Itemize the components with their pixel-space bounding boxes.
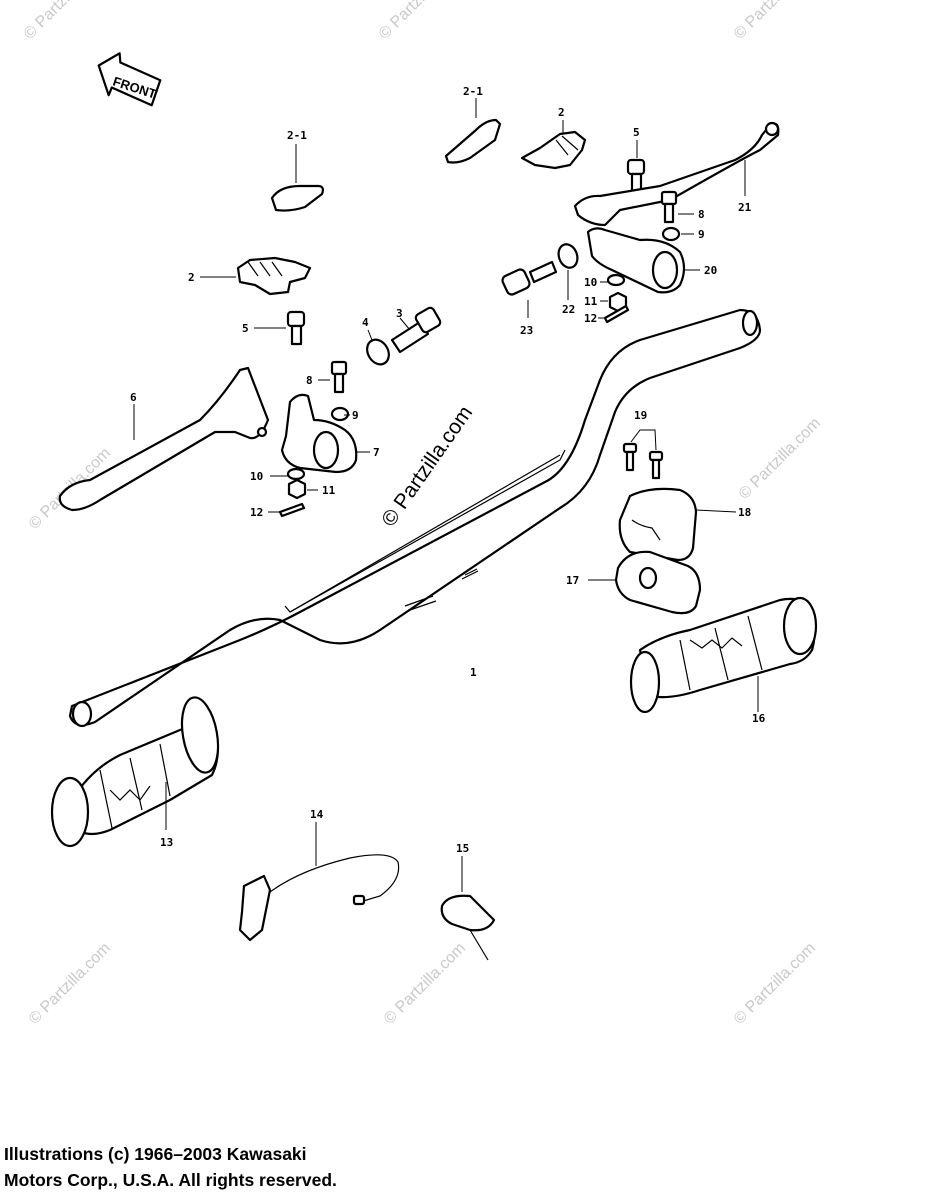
callout-12-right: 12: [584, 312, 597, 325]
callout-4: 4: [362, 316, 369, 329]
part-15-cable-clamp: [440, 856, 496, 961]
part-3-adjuster-screw: [390, 306, 442, 354]
callout-12-left: 12: [250, 506, 263, 519]
part-2-1-left-cover: [270, 144, 324, 212]
part-8-left-bolt: [318, 360, 348, 394]
callout-20: 20: [704, 264, 717, 277]
part-10-right-washer: [600, 273, 626, 287]
callout-6: 6: [130, 391, 137, 404]
callout-9-left: 9: [352, 409, 359, 422]
part-4-adjuster-nut: [366, 329, 390, 366]
callout-8-left: 8: [306, 374, 313, 387]
part-5-left-bolt: [254, 310, 306, 346]
copyright-notice: Illustrations (c) 1966–2003 Kawasaki Mot…: [4, 1141, 337, 1193]
watermark-top-center: © Partzilla.com: [376, 0, 464, 43]
callout-7: 7: [373, 446, 380, 459]
callout-19: 19: [634, 409, 647, 422]
part-2-right-switch: [520, 120, 587, 170]
callout-21: 21: [738, 201, 752, 214]
part-10-left-washer: [270, 467, 306, 481]
part-2-1-right-cover: [444, 98, 502, 164]
watermark-bottom-left: © Partzilla.com: [26, 940, 114, 1028]
copyright-line-1: Illustrations (c) 1966–2003 Kawasaki: [4, 1144, 307, 1164]
part-23-adjuster-screw: [501, 260, 558, 318]
part-19-screws: [622, 429, 664, 480]
callout-2-right: 2: [558, 106, 565, 119]
callout-2-1-left: 2-1: [287, 129, 307, 142]
watermark-bottom-right: © Partzilla.com: [731, 940, 819, 1028]
part-8-right-bolt: [660, 190, 694, 224]
callout-16: 16: [752, 712, 766, 725]
part-9-right-washer: [661, 226, 694, 242]
callout-14: 14: [310, 808, 324, 821]
front-arrow: FRONT: [97, 52, 162, 107]
callout-2-left: 2: [188, 271, 195, 284]
watermark-top-right: © Partzilla.com: [731, 0, 819, 43]
part-6-left-lever: [58, 366, 270, 512]
callout-8-right: 8: [698, 208, 705, 221]
part-7-left-bracket: [280, 393, 370, 474]
callout-23: 23: [520, 324, 533, 337]
callout-11-right: 11: [584, 295, 598, 308]
handlebar: [68, 308, 762, 728]
watermark-mid-right: © Partzilla.com: [736, 415, 824, 503]
callout-5-left: 5: [242, 322, 249, 335]
callout-22: 22: [562, 303, 575, 316]
part-16-right-grip: [629, 596, 818, 714]
part-12-right-pin: [598, 304, 630, 324]
callout-15: 15: [456, 842, 469, 855]
part-17-throttle-housing-lower: [588, 550, 702, 615]
callout-2-1-right: 2-1: [463, 85, 483, 98]
callout-11-left: 11: [322, 484, 336, 497]
callout-10-right: 10: [584, 276, 597, 289]
part-13-left-grip: [50, 696, 220, 848]
callout-1: 1: [470, 666, 477, 679]
part-21-right-lever: [573, 121, 780, 227]
callout-5-right: 5: [633, 126, 640, 139]
part-22-adjuster-nut: [557, 243, 579, 300]
part-20-right-bracket: [586, 227, 700, 294]
part-18-throttle-housing-upper: [618, 487, 737, 562]
part-12-left-pin: [268, 502, 306, 518]
copyright-line-2: Motors Corp., U.S.A. All rights reserved…: [4, 1170, 337, 1190]
callout-3: 3: [396, 307, 403, 320]
callout-9-right: 9: [698, 228, 705, 241]
part-9-left-washer: [330, 406, 350, 422]
watermarks: © Partzilla.com © Partzilla.com © Partzi…: [21, 0, 824, 1028]
callout-10-left: 10: [250, 470, 263, 483]
callout-18: 18: [738, 506, 751, 519]
callouts: 1 2 2 2-1 2-1 3 4 5 5 6 7 8 8 9 9 10 10 …: [130, 85, 766, 855]
callout-13: 13: [160, 836, 173, 849]
part-11-left-nut: [287, 478, 318, 500]
callout-17: 17: [566, 574, 579, 587]
part-2-left-switch: [200, 256, 312, 296]
watermark-top-left: © Partzilla.com: [21, 0, 109, 43]
part-14-engine-stop-switch: [238, 822, 400, 942]
part-5-right-bolt: [626, 140, 646, 198]
watermark-bottom-center: © Partzilla.com: [381, 940, 469, 1028]
